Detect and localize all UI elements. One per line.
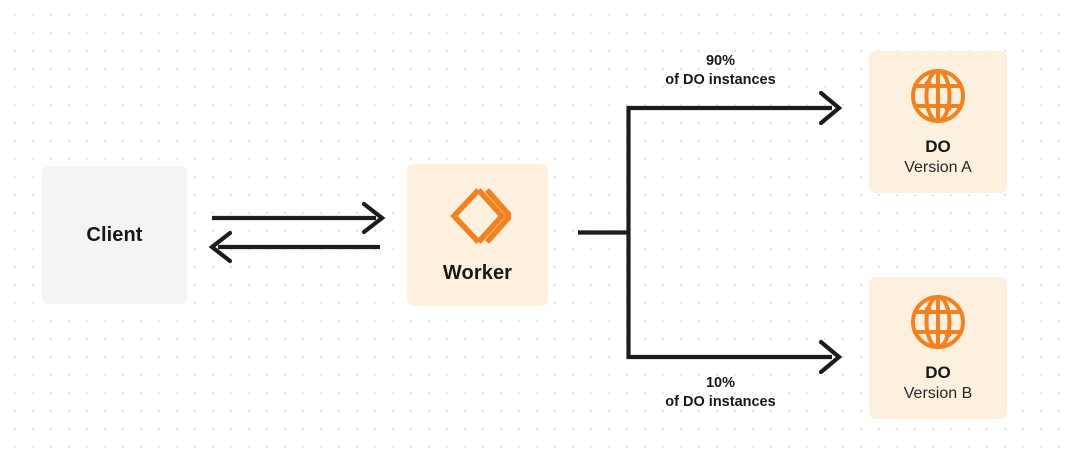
node-client: Client: [42, 166, 187, 304]
edge-client-to-worker-forward: [212, 201, 386, 235]
node-worker: Worker: [407, 164, 548, 306]
globe-icon: [909, 293, 967, 351]
edge-label-do-a-percent: 90%: [705, 53, 736, 69]
node-do-a-sublabel: Version A: [904, 159, 972, 177]
edge-to-do-b: [626, 339, 843, 375]
edge-label-do-b-caption: of DO instances: [665, 394, 776, 411]
node-do-version-a: DO Version A: [869, 51, 1007, 193]
node-worker-label: Worker: [442, 261, 513, 284]
node-do-version-b: DO Version B: [869, 277, 1007, 419]
node-do-b-label: DO: [925, 362, 951, 382]
edge-label-do-a: 90% of DO instances: [598, 52, 843, 90]
edge-worker-split-bus: [578, 108, 631, 357]
globe-icon: [909, 67, 967, 125]
node-do-a-label: DO: [925, 136, 951, 156]
node-do-b-sublabel: Version B: [903, 385, 973, 403]
cloudflare-workers-icon: [445, 186, 514, 246]
edge-worker-to-client-return: [208, 230, 380, 264]
node-client-label: Client: [86, 223, 143, 246]
edge-label-do-b-percent: 10%: [705, 375, 736, 391]
edge-label-do-b: 10% of DO instances: [598, 374, 843, 412]
edge-label-do-a-caption: of DO instances: [665, 72, 776, 89]
edge-to-do-a: [626, 90, 843, 126]
